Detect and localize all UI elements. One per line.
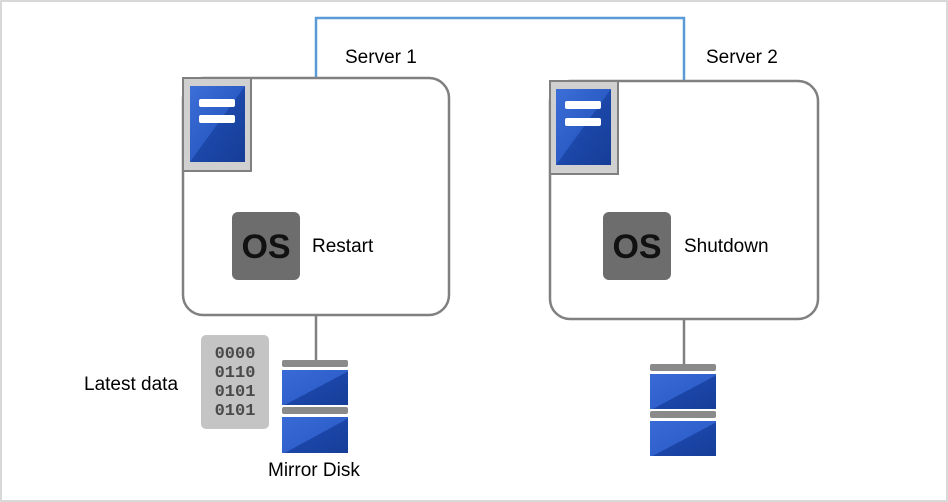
latest-data-bits-row-1: 0000 (215, 345, 256, 364)
latest-data-label: Latest data (84, 374, 179, 395)
mirror-disk-label: Mirror Disk (268, 460, 360, 481)
server-2-label: Server 2 (706, 47, 778, 68)
server-1-os-state: Restart (312, 236, 374, 257)
server-1-label: Server 1 (345, 47, 417, 68)
server-2-mirror-disk-icon (650, 364, 716, 456)
server-1-os-icon: OS (232, 212, 300, 280)
latest-data-icon: 0000 0110 0101 0101 (201, 335, 269, 429)
latest-data-bits-row-3: 0101 (215, 383, 256, 402)
latest-data-bits-row-4: 0101 (215, 402, 256, 421)
server-2-os-icon: OS (603, 212, 671, 280)
server-2-icon (549, 80, 619, 175)
server-1-mirror-disk-icon (282, 360, 348, 453)
network-link (314, 16, 686, 83)
latest-data-bits-row-2: 0110 (215, 364, 256, 383)
server-2-os-state: Shutdown (684, 236, 769, 257)
server-1-os-badge-text: OS (241, 228, 290, 266)
server-1-icon (182, 77, 252, 172)
server-2-os-badge-text: OS (612, 228, 661, 266)
